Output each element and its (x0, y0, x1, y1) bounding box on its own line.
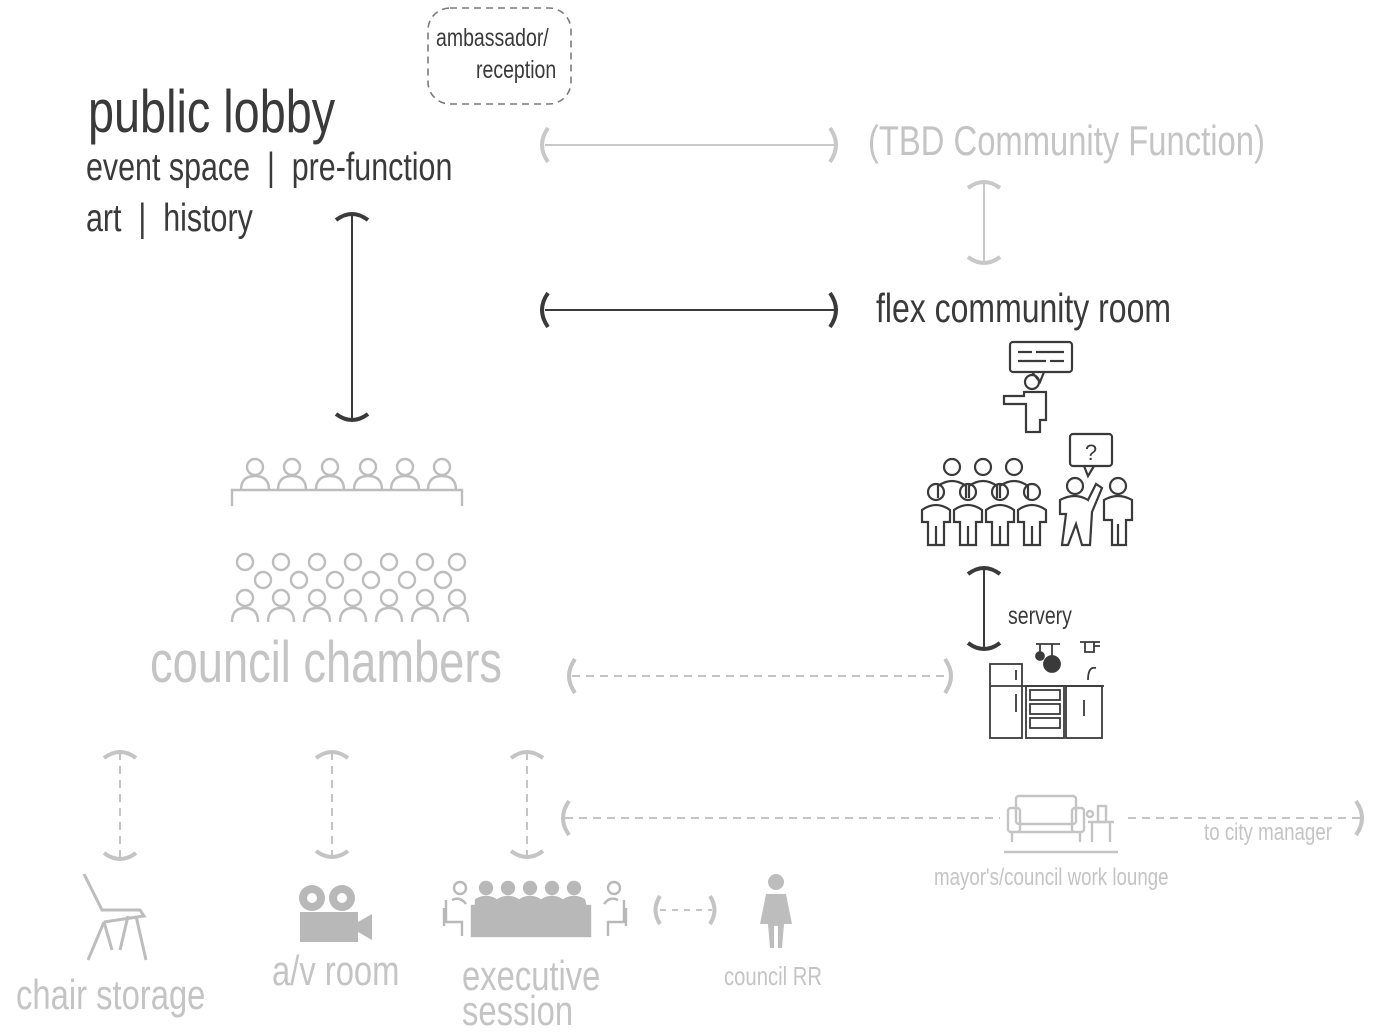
av-room-label: a/v room (272, 947, 400, 994)
person-icon (760, 874, 792, 948)
lobby-subtitle-1: event space | pre-function (86, 146, 453, 189)
chambers-exec-connector (509, 750, 545, 859)
lounge-icon (1004, 794, 1118, 854)
council-chambers-label: council chambers (150, 630, 503, 695)
speaker-icon (1002, 340, 1074, 434)
executive-label: executive (462, 952, 601, 999)
lobby-chambers-connector (334, 212, 370, 422)
lobby-flex-connector (540, 291, 838, 329)
session-label: session (462, 987, 574, 1034)
chambers-storage-connector (102, 750, 138, 861)
exec-lounge-connector (561, 799, 1364, 837)
to-city-manager-label: to city manager (1204, 819, 1332, 846)
kitchen-icon (989, 641, 1104, 739)
flex-community-room-label: flex community room (876, 285, 1172, 331)
audience-icon (920, 457, 1048, 547)
tbd-community-label: (TBD Community Function) (868, 117, 1265, 164)
conference-table-icon (442, 880, 628, 938)
reception-label-text: reception (476, 56, 557, 84)
ambassador-label: ambassador/ (436, 24, 549, 52)
exec-rr-connector (653, 894, 717, 926)
chambers-av-connector (314, 750, 350, 859)
chair-storage-label: chair storage (16, 971, 206, 1018)
question-icon: ? (1058, 432, 1134, 547)
servery-label: servery (1008, 602, 1072, 630)
lobby-tbd-connector (540, 126, 838, 164)
council-rr-label: council RR (724, 961, 823, 991)
flex-servery-connector (966, 566, 1002, 651)
work-lounge-label: mayor's/council work lounge (934, 864, 1169, 891)
chambers-servery-connector (567, 657, 953, 695)
ambassador-box (427, 7, 572, 105)
lobby-subtitle-2: art | history (86, 197, 253, 240)
tbd-flex-connector (966, 180, 1002, 265)
svg-text:?: ? (1085, 440, 1097, 465)
chair-icon (82, 873, 148, 961)
chamber-seating-icon (230, 457, 470, 623)
public-lobby-title: public lobby (88, 78, 336, 145)
camera-icon (299, 885, 372, 942)
